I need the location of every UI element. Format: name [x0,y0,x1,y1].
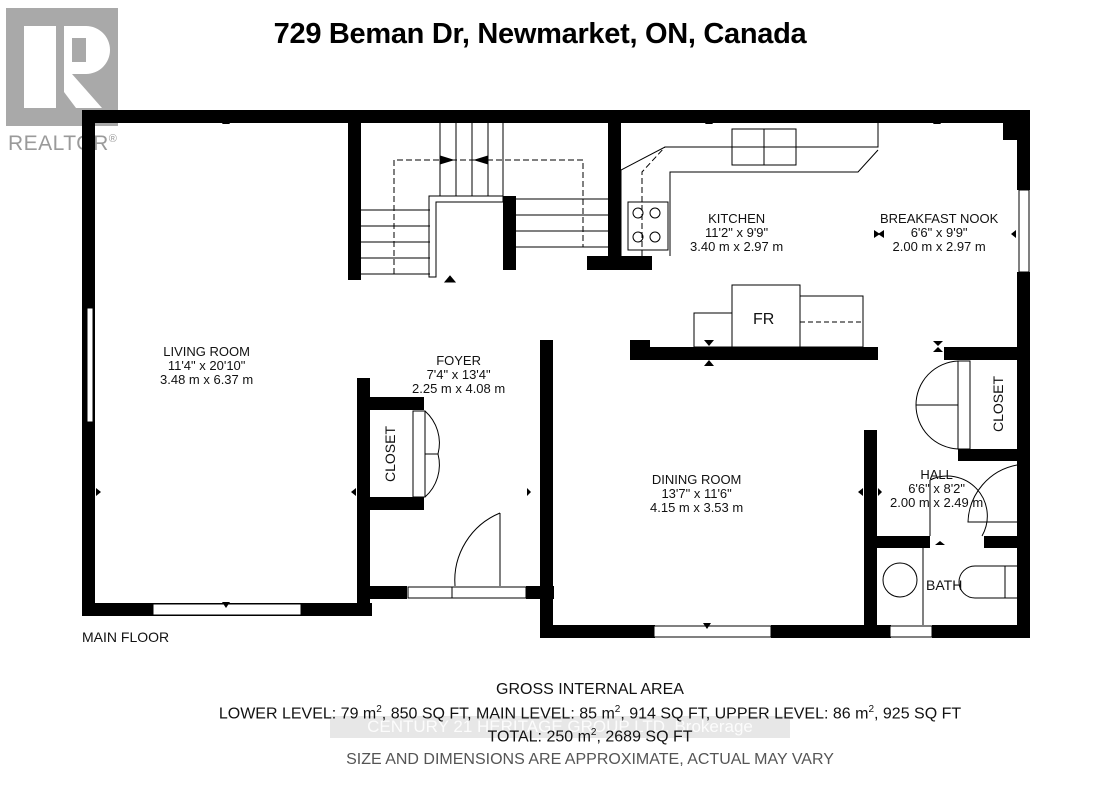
bath-fixtures [882,548,1017,625]
toilet-icon [958,565,1017,599]
room-dim-metric: 2.25 m x 4.08 m [412,381,506,396]
room-dim-metric: 3.40 m x 2.97 m [690,239,784,254]
room-hall: HALL 6'6" x 8'2" 2.00 m x 2.49 m [890,468,983,510]
staircase [361,123,608,283]
stove-burners-icon [632,207,661,243]
area-disclaimer: SIZE AND DIMENSIONS ARE APPROXIMATE, ACT… [346,751,834,768]
room-dim-metric: 2.00 m x 2.49 m [890,495,984,510]
room-dim-metric: 4.15 m x 3.53 m [650,500,744,515]
dimension-markers [96,118,1016,629]
windows [86,189,1030,638]
room-breakfast-nook: BREAKFAST NOOK 6'6" x 9'9" 2.00 m x 2.97… [880,212,998,254]
fridge-cabinets [693,284,864,348]
room-foyer: FOYER 7'4" x 13'4" 2.25 m x 4.08 m [412,354,505,396]
room-dim-imperial: 11'2" x 9'9" [705,225,769,240]
room-dim-metric: 2.00 m x 2.97 m [892,239,986,254]
room-dining: DINING ROOM 13'7" x 11'6" 4.15 m x 3.53 … [650,473,743,515]
room-name: FOYER [436,353,481,368]
closet-right-label: CLOSET [990,375,1007,433]
room-dim-imperial: 13'7" x 11'6" [661,486,732,501]
room-name: DINING ROOM [651,472,742,487]
room-name: BREAKFAST NOOK [880,211,999,226]
area-levels: LOWER LEVEL: 79 m2, 850 SQ FT, MAIN LEVE… [218,704,962,723]
room-name: HALL [920,467,953,482]
fridge-label: FR [753,311,775,328]
area-heading: GROSS INTERNAL AREA [496,681,684,698]
room-dim-imperial: 6'6" x 8'2" [908,481,966,496]
room-name: LIVING ROOM [163,344,250,359]
room-kitchen: KITCHEN 11'2" x 9'9" 3.40 m x 2.97 m [690,212,783,254]
kitchen-counter [620,123,879,256]
floor-label: MAIN FLOOR [82,629,170,645]
page-title: 729 Beman Dr, Newmarket, ON, Canada [273,18,807,50]
room-dim-imperial: 7'4" x 13'4" [426,367,491,382]
realtor-r-mark-icon [6,8,118,126]
room-dim-imperial: 6'6" x 9'9" [910,225,968,240]
bath-label: BATH [926,577,963,593]
room-dim-imperial: 11'4" x 20'10" [167,358,246,373]
room-name: KITCHEN [708,211,766,226]
closet-left-label: CLOSET [382,425,399,483]
doors [412,360,1018,587]
brokerage-watermark: CENTURY 21 HERITAGE GROUP LTD. Brokerage [330,716,790,738]
room-dim-metric: 3.48 m x 6.37 m [160,372,254,387]
sink-icon [882,562,918,598]
room-living: LIVING ROOM 11'4" x 20'10" 3.48 m x 6.37… [160,345,253,387]
area-total: TOTAL: 250 m2, 2689 SQ FT [487,727,693,746]
realtor-logo: REALTOR® [6,8,118,155]
